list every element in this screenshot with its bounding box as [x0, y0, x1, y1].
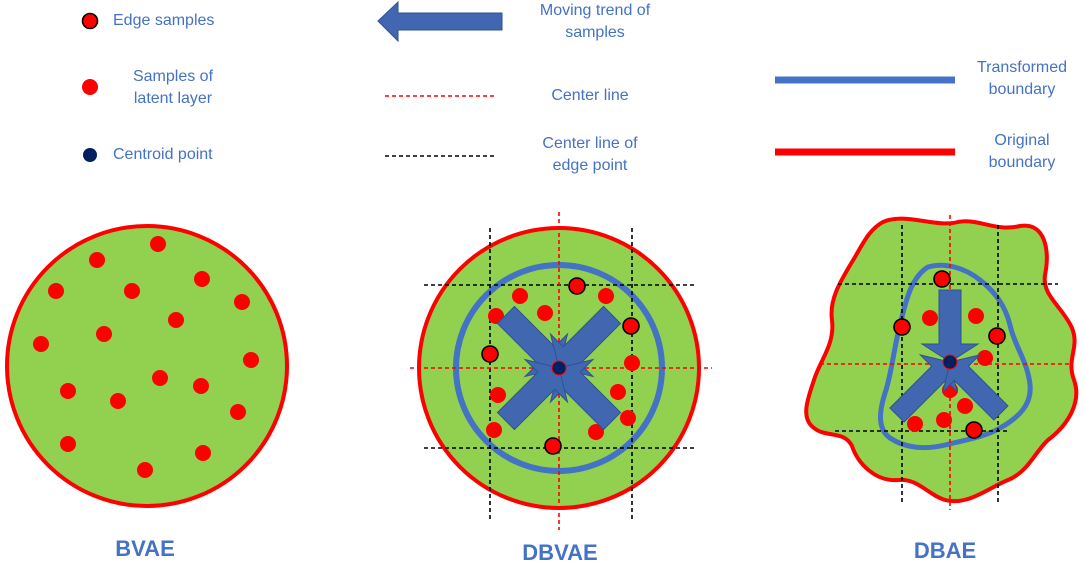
latent-sample — [490, 387, 506, 403]
latent-sample — [48, 283, 64, 299]
panel-title-bvae: BVAE — [115, 536, 175, 561]
latent-sample — [537, 305, 553, 321]
dbae-edge-samples — [893, 270, 1006, 439]
panel-title-dbvae: DBVAE — [522, 540, 598, 565]
latent-sample — [922, 310, 938, 326]
dbae-edge-center-lines — [835, 225, 1058, 505]
legend-moving-trend-line2: samples — [565, 24, 625, 41]
arrow-down — [920, 289, 980, 363]
legend-transformed-line2: boundary — [988, 81, 1056, 98]
dbvae-samples — [486, 288, 640, 440]
latent-sample — [195, 445, 211, 461]
bvae-samples — [33, 236, 259, 478]
latent-sample — [152, 370, 168, 386]
dbae-transformed-boundary — [878, 262, 1033, 451]
latent-sample — [907, 416, 923, 432]
dbae-arrows — [889, 289, 1009, 423]
latent-sample — [957, 398, 973, 414]
legend-original-line2: boundary — [988, 154, 1056, 171]
legend-samples-latent-line1: Samples of — [132, 68, 214, 85]
legend-center-line-edge-line2: edge point — [552, 157, 628, 174]
latent-sample — [96, 326, 112, 342]
latent-sample — [168, 312, 184, 328]
dbvae-edge-samples — [481, 277, 640, 455]
latent-sample — [243, 352, 259, 368]
bvae-panel — [5, 224, 289, 508]
latent-sample — [150, 236, 166, 252]
latent-sample — [33, 336, 49, 352]
legend-edge-samples-label: Edge samples — [113, 12, 215, 29]
legend-centroid-label: Centroid point — [113, 146, 213, 163]
latent-sample — [624, 355, 640, 371]
legend-moving-trend-line1: Moving trend of — [539, 2, 651, 19]
legend-center-line-label: Center line — [551, 87, 629, 104]
arrow-bottom-left — [889, 354, 958, 423]
dbvae-panel — [410, 212, 712, 530]
latent-sample — [230, 404, 246, 420]
edge-sample — [988, 327, 1006, 345]
latent-sample — [110, 393, 126, 409]
legend-transformed-line1: Transformed — [976, 59, 1068, 76]
latent-sample — [89, 252, 105, 268]
legend-center-line-edge-line1: Center line of — [542, 135, 638, 152]
latent-sample — [936, 412, 952, 428]
latent-sample — [193, 378, 209, 394]
legend-edge-sample-marker — [81, 12, 99, 30]
edge-sample — [622, 317, 640, 335]
latent-sample — [620, 410, 636, 426]
latent-sample — [234, 294, 250, 310]
latent-sample — [512, 288, 528, 304]
latent-sample — [60, 383, 76, 399]
bvae-boundary — [5, 224, 289, 508]
legend-moving-trend-label: Moving trend of samples — [510, 0, 680, 44]
legend-transformed-label: Transformed boundary — [960, 57, 1084, 101]
legend-samples-latent-label: Samples of latent layer — [108, 66, 238, 110]
legend-latent-sample-marker — [82, 79, 98, 95]
arrow-bottom-left — [496, 358, 569, 431]
arrow-bottom-right — [549, 358, 622, 431]
dbae-centroid — [942, 354, 958, 370]
legend-centroid-marker — [83, 148, 97, 162]
latent-sample — [488, 308, 504, 324]
arrow-top-left — [496, 305, 569, 378]
edge-sample — [933, 270, 951, 288]
latent-sample — [977, 350, 993, 366]
latent-sample — [968, 308, 984, 324]
latent-sample — [194, 271, 210, 287]
edge-sample — [544, 437, 562, 455]
edge-sample — [481, 345, 499, 363]
latent-sample — [60, 436, 76, 452]
latent-sample — [598, 288, 614, 304]
dbvae-centroid — [551, 360, 567, 376]
arrow-top-right — [549, 305, 622, 378]
edge-sample — [965, 421, 983, 439]
latent-sample — [486, 422, 502, 438]
legend-original-label: Original boundary — [960, 130, 1084, 174]
latent-sample — [137, 462, 153, 478]
legend-samples-latent-line2: latent layer — [133, 90, 213, 107]
legend-moving-trend-arrow — [377, 0, 503, 43]
legend-center-line-edge-label: Center line of edge point — [505, 133, 675, 177]
legend-original-line1: Original — [994, 132, 1050, 149]
arrow-bottom-right — [942, 354, 1009, 421]
latent-sample — [610, 384, 626, 400]
latent-sample — [124, 283, 140, 299]
latent-sample — [588, 424, 604, 440]
panel-title-dbae: DBAE — [913, 538, 977, 563]
dbvae-arrows — [496, 305, 622, 431]
dbae-panel — [804, 215, 1079, 510]
edge-sample — [893, 318, 911, 336]
edge-sample — [568, 277, 586, 295]
